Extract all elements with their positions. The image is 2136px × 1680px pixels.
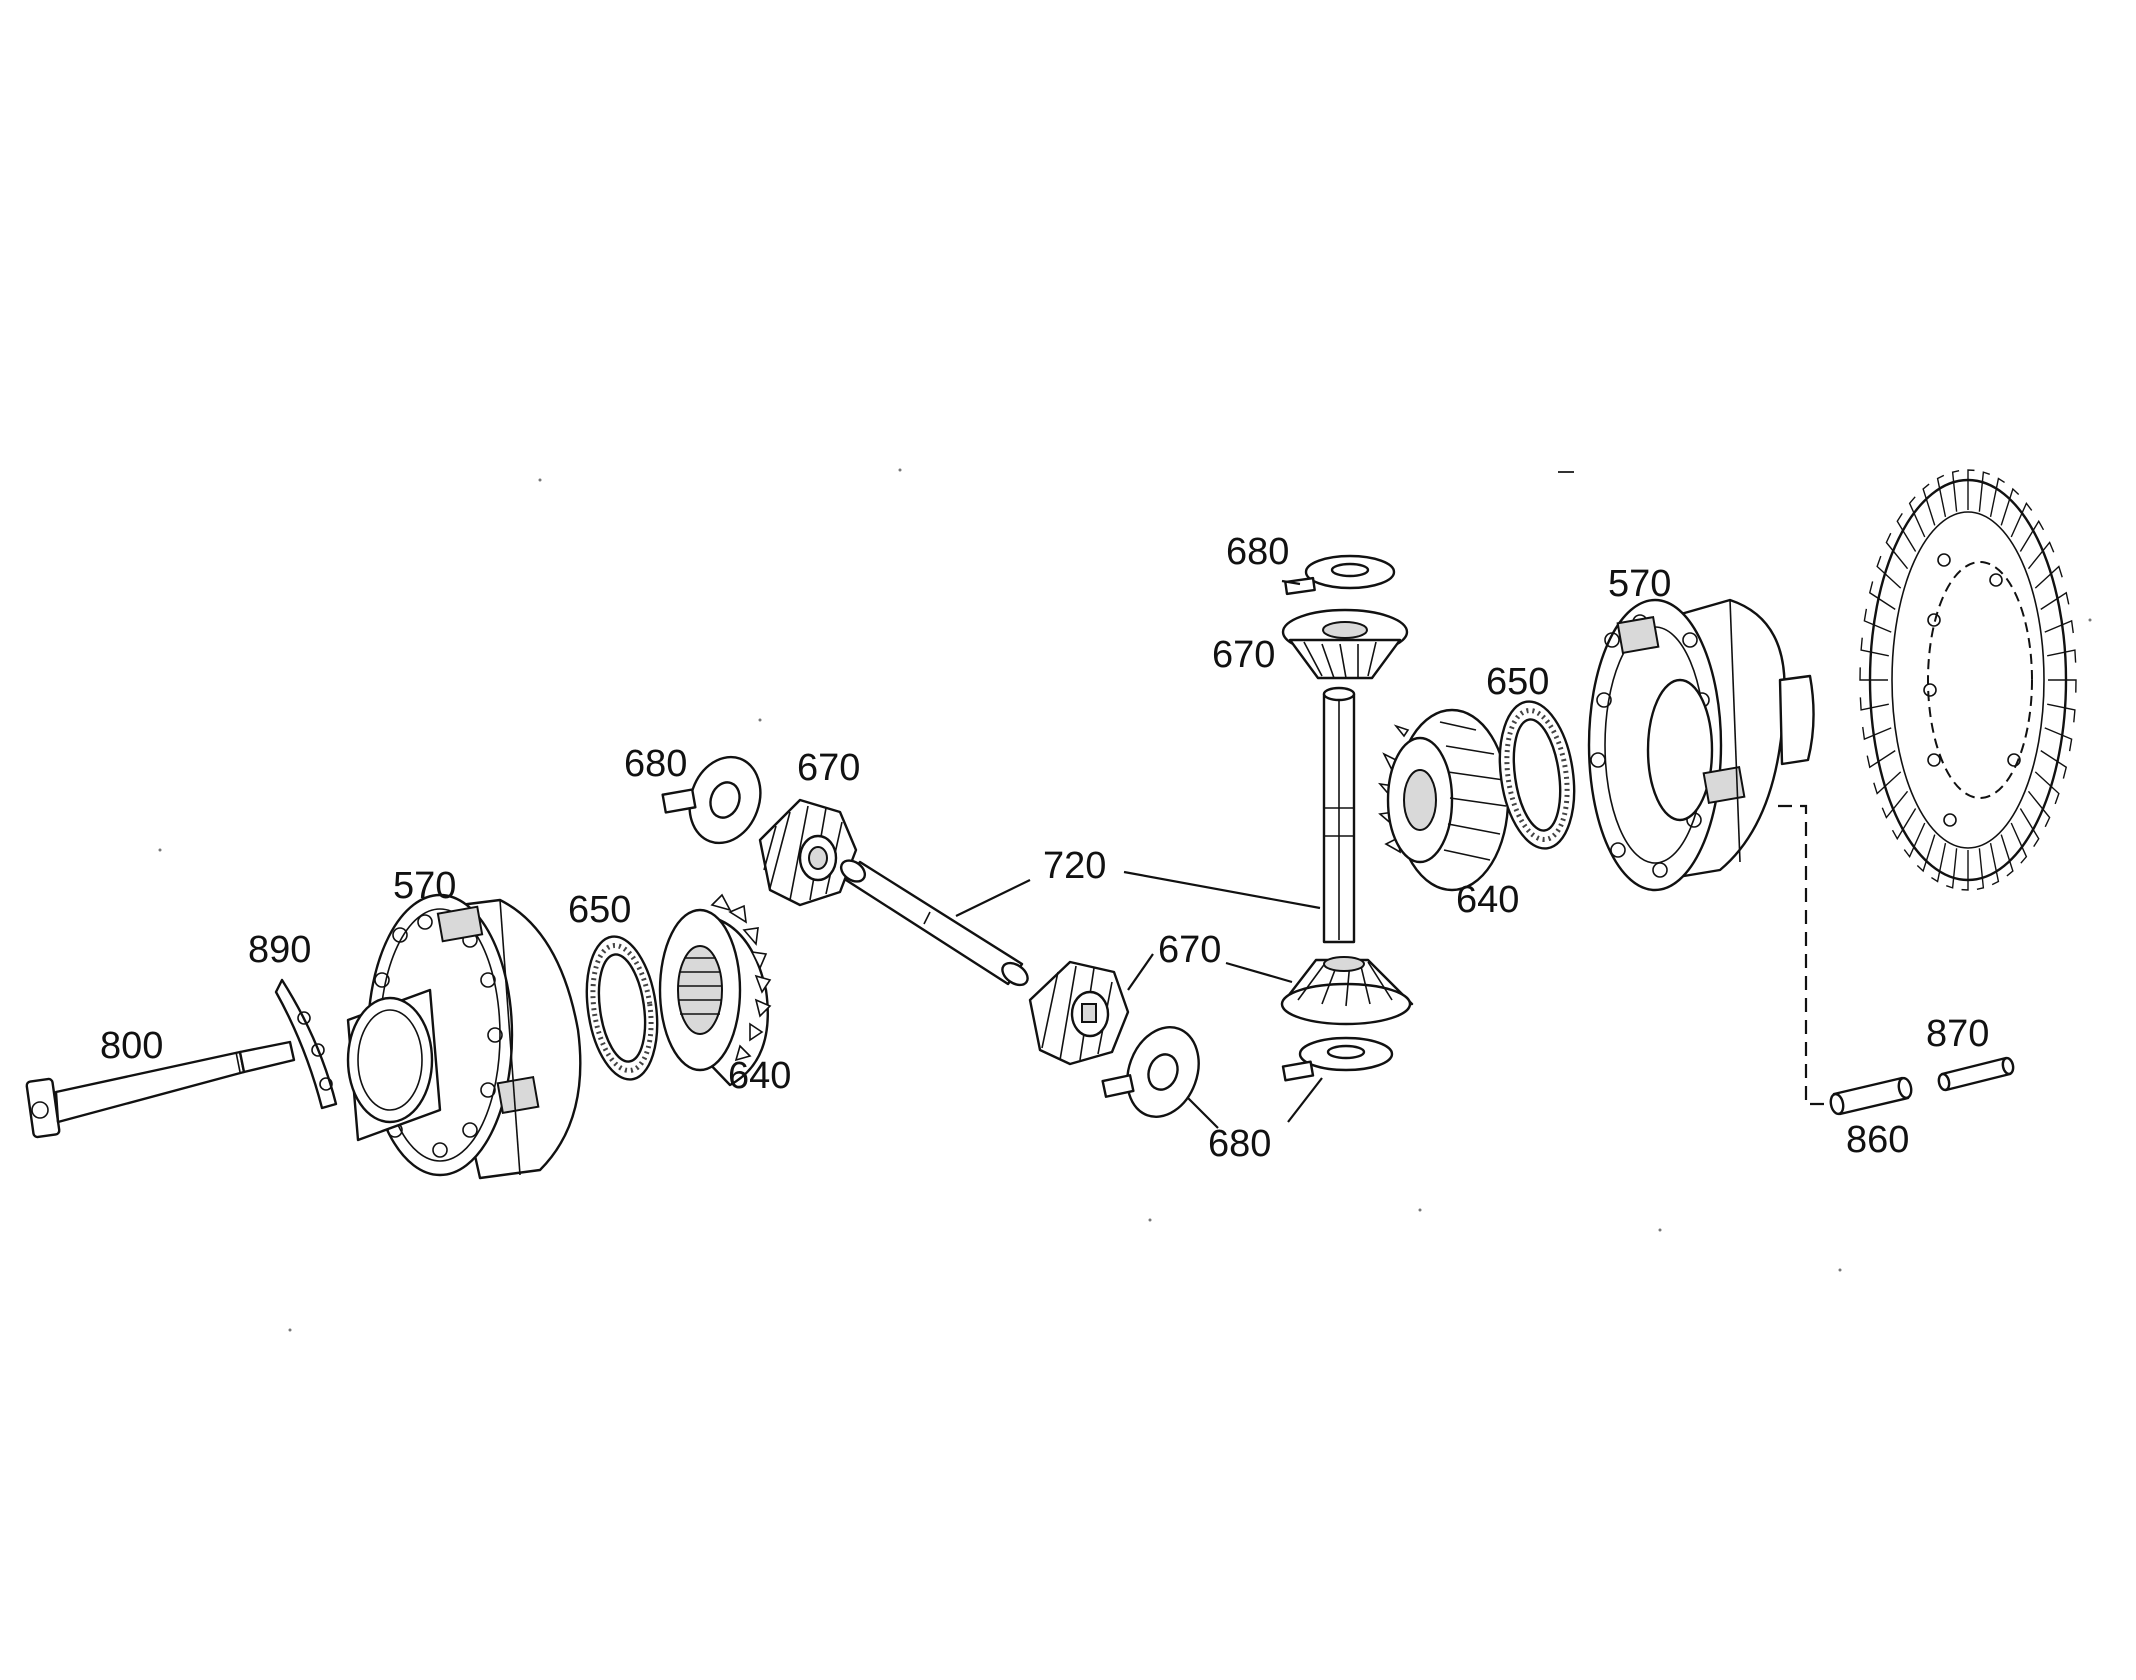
part-650-left-washer — [585, 935, 659, 1081]
ring-gear-tooth — [1862, 726, 1892, 741]
part-680-washer-bottom — [1281, 1036, 1394, 1082]
ring-gear-tooth — [2034, 771, 2060, 805]
label-650-right: 650 — [1486, 661, 1549, 703]
label-860: 860 — [1846, 1119, 1909, 1161]
label-640-left: 640 — [728, 1055, 791, 1097]
ring-gear-tooth — [2000, 487, 2020, 526]
part-720-cross-pin — [839, 859, 1029, 987]
label-800: 800 — [100, 1025, 163, 1067]
part-640-right-side-gear — [1378, 708, 1510, 892]
label-680-left: 680 — [624, 743, 687, 785]
ring-gear-tooth — [1876, 555, 1902, 589]
ring-gear-tooth — [1916, 834, 1936, 873]
part-650-right-washer — [1498, 700, 1576, 850]
ring-gear-tooth — [2047, 649, 2077, 663]
ring-gear-tooth — [1967, 469, 1975, 510]
part-640-left-side-gear — [658, 893, 772, 1087]
ring-gear-tooth — [1859, 667, 1888, 681]
ring-gear-tooth — [1891, 808, 1917, 841]
ring-gear — [1859, 469, 2077, 891]
ring-gear-tooth — [1922, 483, 1936, 526]
ring-gear-tooth — [2044, 619, 2074, 634]
ring-gear-tooth — [1946, 848, 1958, 889]
part-670-pinion-bottom — [1280, 956, 1414, 1026]
ring-gear-tooth — [1903, 822, 1926, 859]
ring-gear-tooth — [1936, 474, 1947, 518]
part-670-pinion-center — [1028, 960, 1130, 1066]
part-670-pinion-top — [1281, 608, 1409, 680]
label-670-left: 670 — [797, 747, 860, 789]
label-720: 720 — [1043, 845, 1106, 887]
part-870-sleeve — [1937, 1056, 2015, 1092]
ring-gear-tooth — [1989, 477, 2005, 518]
ring-gear-tooth — [1885, 532, 1909, 570]
ring-gear-tooth — [1866, 750, 1896, 769]
label-640-right: 640 — [1456, 879, 1519, 921]
part-570-left-case — [346, 893, 582, 1180]
part-670-pinion-left — [758, 798, 858, 907]
callout-labels: 800 890 570 650 640 680 670 720 670 680 … — [100, 531, 1989, 1165]
ring-gear-tooth — [1896, 512, 1917, 552]
ring-gear-tooth — [2034, 565, 2063, 589]
ring-gear-tooth — [1978, 471, 1990, 512]
ring-gear-tooth — [1868, 581, 1896, 610]
label-570-left: 570 — [393, 865, 456, 907]
label-680-bottom: 680 — [1208, 1123, 1271, 1165]
label-680-top: 680 — [1226, 531, 1289, 573]
scan-specks — [158, 468, 2092, 1332]
part-860-sleeve — [1829, 1076, 1913, 1116]
ring-gear-tooth — [2019, 519, 2045, 552]
ring-gear-tooth — [1931, 842, 1947, 883]
ring-gear-tooth — [1873, 771, 1902, 795]
ring-gear-tooth — [2044, 727, 2073, 752]
ring-gear-tooth — [2027, 790, 2051, 828]
ring-gear-tooth — [2010, 501, 2033, 538]
ring-gear-tooth — [2047, 703, 2076, 723]
ring-gear-tooth — [1881, 790, 1909, 819]
label-670-top: 670 — [1212, 634, 1275, 676]
label-890: 890 — [248, 929, 311, 971]
leader-lines — [955, 579, 1832, 1129]
ring-gear-tooth — [1961, 850, 1969, 891]
label-870: 870 — [1926, 1013, 1989, 1055]
part-570-right-case — [1587, 598, 1815, 892]
ring-gear-tooth — [2019, 808, 2040, 848]
part-680-washer-center — [1101, 1026, 1200, 1118]
part-680-washer-top — [1284, 554, 1396, 596]
ring-gear-tooth — [2027, 541, 2055, 570]
ring-gear-tooth — [1908, 496, 1926, 538]
part-720-cross-shaft-vertical — [1322, 686, 1356, 944]
part-680-washer-left — [661, 755, 762, 845]
ring-gear-tooth — [2040, 591, 2070, 610]
ring-gear-tooth — [2040, 750, 2068, 779]
label-570-right: 570 — [1608, 563, 1671, 605]
label-670-center: 670 — [1158, 929, 1221, 971]
ring-gear-tooth — [1989, 842, 2000, 886]
ring-gear-tooth — [2048, 679, 2077, 693]
ring-gear-tooth — [1863, 608, 1892, 633]
ring-gear-tooth — [1860, 637, 1889, 657]
ring-gear-tooth — [2000, 834, 2014, 877]
ring-gear-tooth — [1976, 848, 1985, 890]
ring-gear-tooth — [1859, 697, 1889, 711]
part-890-lock-plate — [274, 978, 338, 1110]
ring-gear-tooth — [2010, 822, 2028, 864]
label-650-left: 650 — [568, 889, 631, 931]
part-800-cap-screw — [25, 1040, 296, 1139]
ring-gear-tooth — [1951, 470, 1960, 512]
